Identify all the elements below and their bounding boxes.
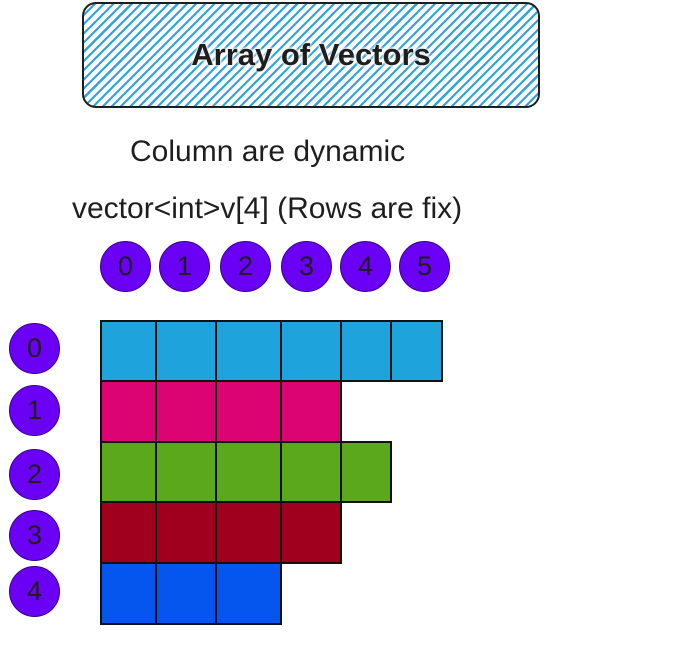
vector-element-cell xyxy=(215,320,282,382)
vector-element-cell xyxy=(280,380,342,443)
row-index-badge: 0 xyxy=(9,323,60,374)
vector-element-cell xyxy=(155,501,217,564)
vector-element-cell xyxy=(155,562,217,625)
row-index-badge: 2 xyxy=(9,449,60,500)
vector-element-cell xyxy=(155,320,217,382)
caption-columns-dynamic: Column are dynamic xyxy=(130,135,406,168)
vector-element-cell xyxy=(280,441,342,503)
vector-element-cell xyxy=(100,562,157,625)
vector-element-cell xyxy=(340,441,392,503)
column-index-badge: 3 xyxy=(281,241,332,292)
row-index-badge: 3 xyxy=(9,510,60,561)
vector-element-cell xyxy=(215,380,282,443)
row-index-badge: 1 xyxy=(9,385,60,436)
vector-element-cell xyxy=(280,501,342,564)
title-box: Array of Vectors xyxy=(82,2,540,108)
column-index-badge: 4 xyxy=(340,241,391,292)
caption-vector-declaration: vector<int>v[4] (Rows are fix) xyxy=(72,192,463,225)
vector-element-cell xyxy=(100,441,157,503)
row-index-badge: 4 xyxy=(9,566,60,617)
vector-element-cell xyxy=(390,320,443,382)
vector-element-cell xyxy=(215,562,282,625)
column-index-badge: 1 xyxy=(159,241,210,292)
vector-element-cell xyxy=(155,441,217,503)
column-index-badge: 2 xyxy=(220,241,271,292)
column-index-badge: 5 xyxy=(399,241,450,292)
vector-element-cell xyxy=(100,380,157,443)
vector-element-cell xyxy=(100,501,157,564)
vector-element-cell xyxy=(215,441,282,503)
vector-element-cell xyxy=(155,380,217,443)
vector-element-cell xyxy=(215,501,282,564)
vector-element-cell xyxy=(100,320,157,382)
vector-element-cell xyxy=(280,320,342,382)
vector-element-cell xyxy=(340,320,392,382)
column-index-badge: 0 xyxy=(100,241,151,292)
diagram-title: Array of Vectors xyxy=(191,37,431,72)
